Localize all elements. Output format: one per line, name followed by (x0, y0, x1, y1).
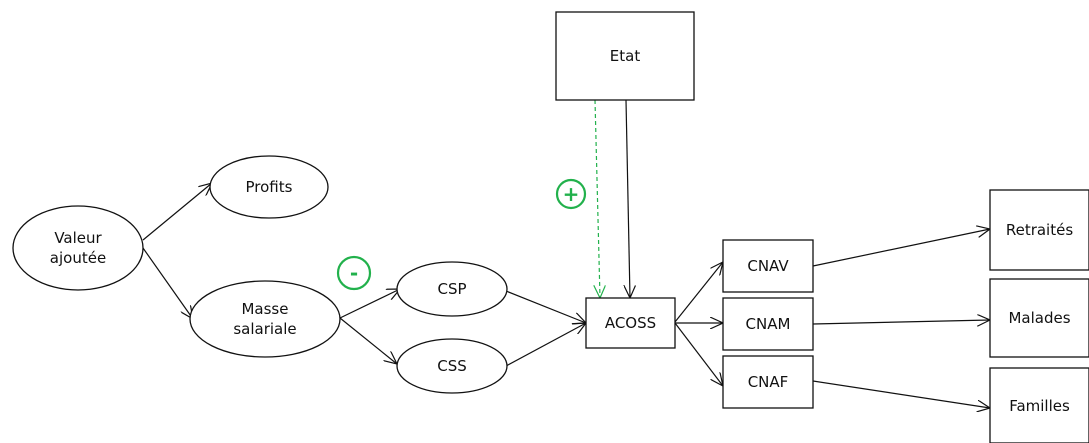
node-masse-shape (189, 280, 341, 358)
node-acoss-label: ACOSS (604, 314, 657, 332)
node-retraites-shape (989, 189, 1089, 271)
node-cnav-shape (722, 239, 814, 293)
node-csp-label: CSP (437, 280, 467, 298)
edge-masse-to-csp (339, 289, 400, 319)
edge-cnam-to-malades (812, 320, 990, 324)
node-valeur-ajoutee-label: Valeur ajoutée (49, 229, 107, 267)
minus-sign-label: - (349, 261, 359, 285)
edge-css-to-acoss (505, 323, 586, 367)
node-malades-shape (989, 278, 1089, 358)
node-cnam-label: CNAM (745, 315, 791, 333)
node-retraites-label: Retraités (1005, 221, 1074, 239)
node-cnaf-shape (722, 355, 814, 409)
node-profits-shape (209, 155, 329, 219)
edge-masse-to-css (339, 317, 397, 364)
node-etat-label: Etat (609, 47, 641, 65)
edge-etat-to-acoss (626, 99, 630, 298)
edge-cnav-to-retraites (812, 229, 990, 267)
node-css-label: CSS (437, 357, 467, 375)
node-cnaf-label: CNAF (747, 373, 789, 391)
node-cnam-shape (722, 297, 814, 351)
node-valeur-shape (12, 205, 144, 291)
node-etat-shape (555, 11, 695, 101)
node-familles-label: Familles (1009, 396, 1070, 415)
node-familles-shape (989, 367, 1089, 443)
node-profits-label: Profits (245, 178, 293, 196)
edge-cnaf-to-familles (812, 380, 990, 408)
node-css-shape (396, 338, 508, 394)
edge-valeur-to-masse (142, 247, 193, 319)
edge-etat-to-acoss-dashed (595, 99, 600, 298)
edge-acoss-to-cnaf (674, 322, 723, 386)
edge-acoss-to-cnav (674, 262, 723, 323)
node-cnav-label: CNAV (747, 257, 789, 275)
minus-sign-circle (336, 255, 372, 291)
edge-csp-to-acoss (505, 290, 586, 323)
node-malades-label: Malades (1008, 309, 1071, 327)
plus-sign-label: + (562, 182, 580, 206)
node-masse-salariale-label: Masse salariale (233, 300, 297, 338)
node-csp-shape (396, 261, 508, 317)
plus-sign-circle (555, 178, 587, 210)
node-acoss-shape (585, 297, 676, 349)
edge-valeur-to-profits (142, 183, 212, 241)
